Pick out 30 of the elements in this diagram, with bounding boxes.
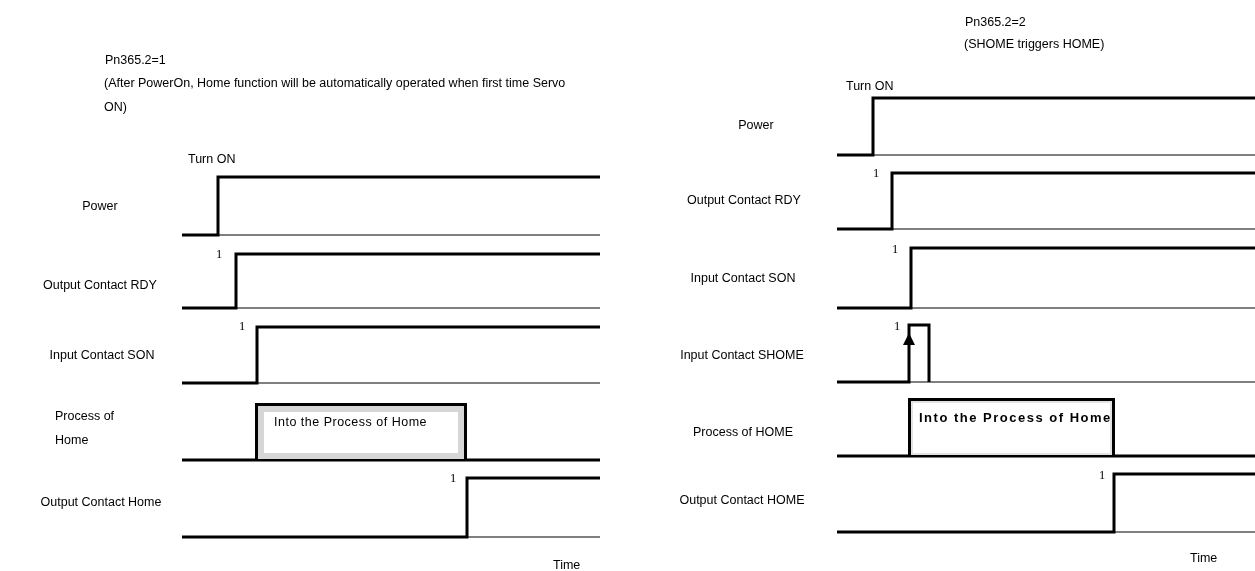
edge-number: 1 xyxy=(873,165,880,182)
signal-name: Power xyxy=(81,198,119,215)
axis-label: Time xyxy=(1190,550,1218,567)
signal-name: Power xyxy=(737,117,775,134)
edge-number: 1 xyxy=(216,246,223,263)
signal-name: Input Contact SON xyxy=(689,270,797,287)
process-text: Into the Process of Home xyxy=(273,414,428,431)
edge-number: 1 xyxy=(894,318,901,335)
event-label: Turn ON xyxy=(846,78,894,95)
signal-name: Process of HOME xyxy=(692,424,794,441)
note-text: (SHOME triggers HOME) xyxy=(964,36,1105,53)
signal-name: Output Contact RDY xyxy=(686,192,802,209)
process-text: Into the Process of Home xyxy=(918,409,1112,427)
parameter-heading: Pn365.2=1 xyxy=(105,52,166,69)
event-label: Turn ON xyxy=(188,151,236,168)
edge-number: 1 xyxy=(1099,467,1106,484)
edge-number: 1 xyxy=(892,241,899,258)
signal-name: Input Contact SON xyxy=(48,347,156,364)
signal-name: Output Contact HOME xyxy=(678,492,806,509)
process-box xyxy=(908,398,1115,455)
process-box xyxy=(255,403,467,459)
signal-name: Output Contact RDY xyxy=(42,277,158,294)
edge-number: 1 xyxy=(450,470,457,487)
axis-label: Time xyxy=(553,557,581,571)
edge-number: 1 xyxy=(239,318,246,335)
signal-name: Input Contact SHOME xyxy=(679,347,805,364)
signal-name: Process of Home xyxy=(55,408,116,449)
signal-name: Output Contact Home xyxy=(39,494,163,511)
parameter-heading: Pn365.2=2 xyxy=(965,14,1026,31)
note-text: (After PowerOn, Home function will be automatically operated when first time Servo ON) xyxy=(104,75,567,116)
